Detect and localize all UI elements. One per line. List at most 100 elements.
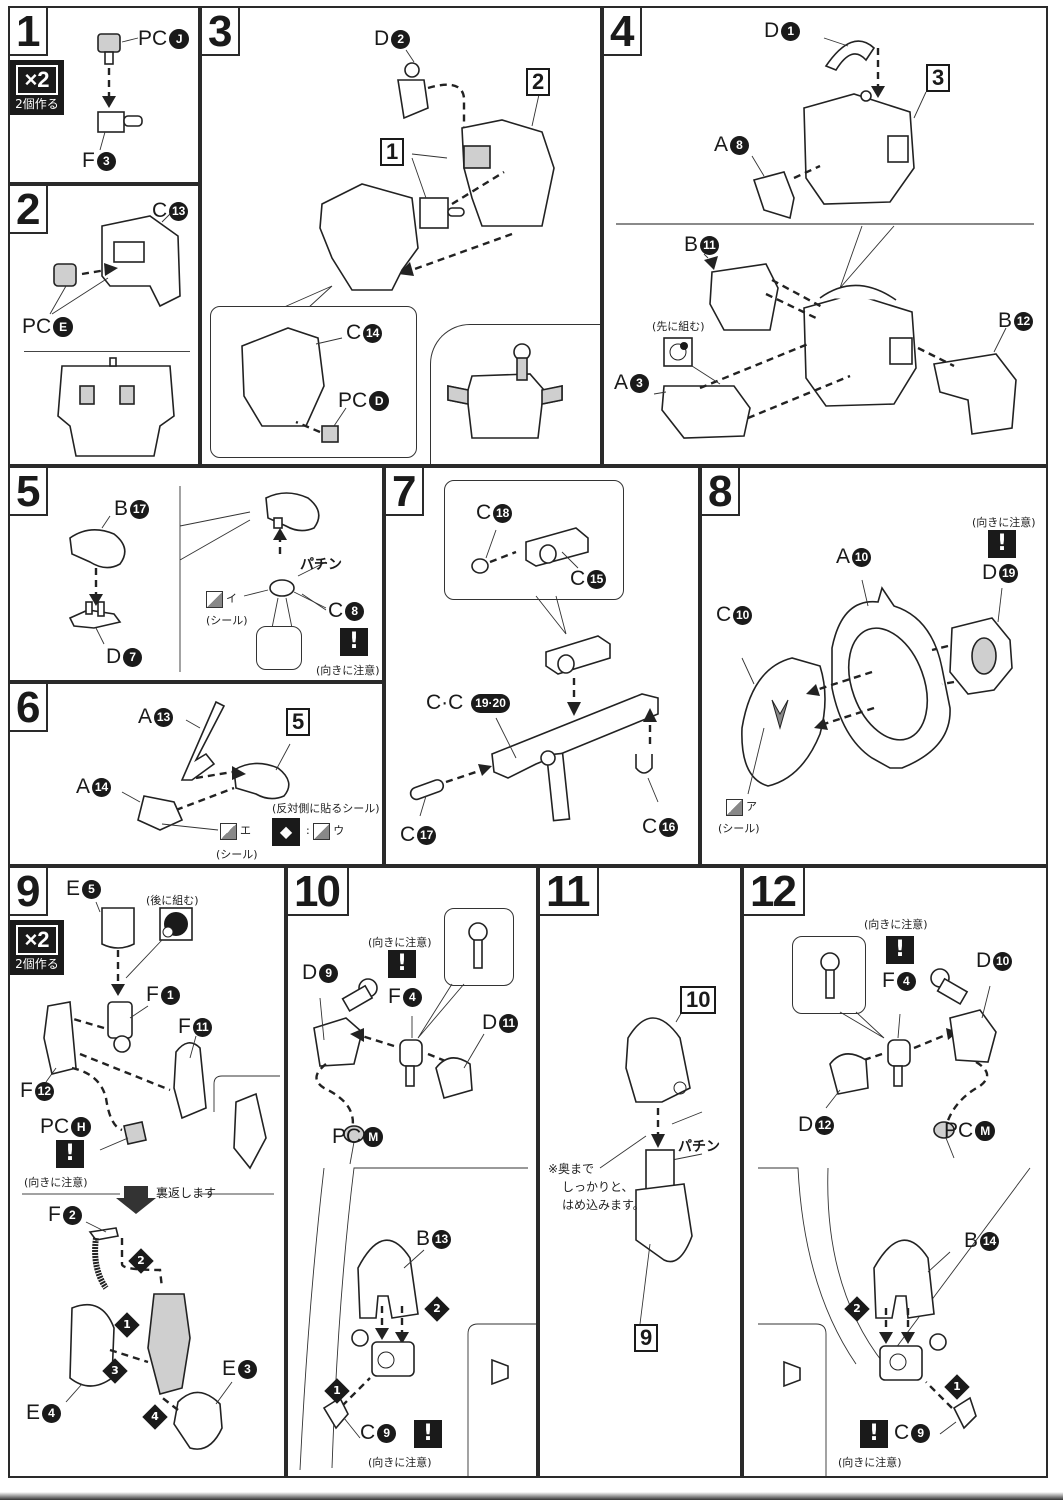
pre-assemble-note: (先に組む) (652, 320, 705, 333)
sequence-marker-1: 1 (114, 1312, 140, 1338)
step-4-drawing (616, 37, 1034, 439)
orientation-warning-icon: ! (340, 628, 368, 656)
ref-step-2: 2 (526, 68, 551, 96)
seal-i: イ (206, 590, 237, 608)
step-9-drawing (22, 901, 280, 1450)
orientation-note: (向きに注意) (972, 516, 1036, 529)
ref-step-5: 5 (286, 708, 311, 736)
sequence-marker-1: 1 (324, 1378, 350, 1404)
step-number: 12 (744, 868, 805, 916)
step-number: 1 (10, 8, 49, 56)
orientation-note: (向きに注意) (368, 1456, 432, 1469)
opposite-side-note: (反対側に貼るシール) (272, 802, 380, 815)
orientation-warning-icon: ! (988, 530, 1016, 558)
orientation-warning-icon: ! (388, 950, 416, 978)
instruction-line-1: ※奥まで (548, 1162, 595, 1176)
sequence-marker-2: 2 (424, 1296, 450, 1322)
snap-sound-label: パチン (678, 1139, 720, 1155)
ref-step-3: 3 (926, 64, 951, 92)
step-11-drawing (599, 997, 703, 1325)
seal-a: ア (726, 798, 757, 816)
step-number: 2 (10, 186, 49, 234)
orientation-warning-icon: ! (860, 1420, 888, 1448)
step-11-panel: 11 10 パチン ※奥まで しっかりと、 はめ込みます。 9 (538, 866, 742, 1478)
multiply-badge: ×2 (16, 65, 58, 95)
ref-step-10: 10 (680, 986, 717, 1014)
seal-icon (313, 822, 331, 840)
step-7-drawing (409, 527, 659, 822)
flip-note: 裏返します (156, 1186, 217, 1200)
step-9-panel: 9 ×2 2個作る (8, 866, 286, 1478)
instruction-line-3: はめ込みます。 (562, 1198, 645, 1212)
step-10-drawing (299, 922, 536, 1476)
orientation-note: (向きに注意) (368, 936, 432, 949)
step-number: 4 (604, 8, 643, 56)
ref-step-1: 1 (380, 138, 405, 166)
step-number: 3 (202, 8, 241, 56)
step-8-drawing (741, 579, 1013, 795)
step-6-drawing (121, 700, 291, 831)
step-1-drawing (97, 33, 143, 151)
step-5-drawing (68, 486, 327, 672)
sequence-marker-2: 2 (844, 1296, 870, 1322)
seal-icon (220, 822, 237, 840)
seal-note: (シール) (718, 822, 760, 835)
step-number: 6 (10, 684, 49, 732)
step-number: 9 (10, 868, 49, 916)
sequence-marker-1: 1 (944, 1374, 970, 1400)
snap-sound-label: パチン (300, 557, 342, 573)
step-number: 10 (288, 868, 349, 916)
orientation-note: (向きに注意) (24, 1176, 88, 1189)
seal-e: エ (220, 822, 251, 840)
detail-callout (256, 626, 302, 670)
seal-note: (シール) (206, 614, 248, 627)
repeat-badge: ×2 2個作る (10, 60, 64, 115)
orientation-warning-icon: ! (56, 1140, 84, 1168)
seal-icon (726, 798, 743, 816)
step-12-drawing (758, 952, 1031, 1476)
section-divider (24, 351, 190, 352)
multiply-badge: ×2 (16, 925, 58, 955)
step-2-drawing (49, 213, 181, 457)
orientation-note: (向きに注意) (838, 1456, 902, 1469)
step-3-detail-drawing (241, 327, 563, 443)
mirror-icon: ◆ (272, 818, 300, 846)
